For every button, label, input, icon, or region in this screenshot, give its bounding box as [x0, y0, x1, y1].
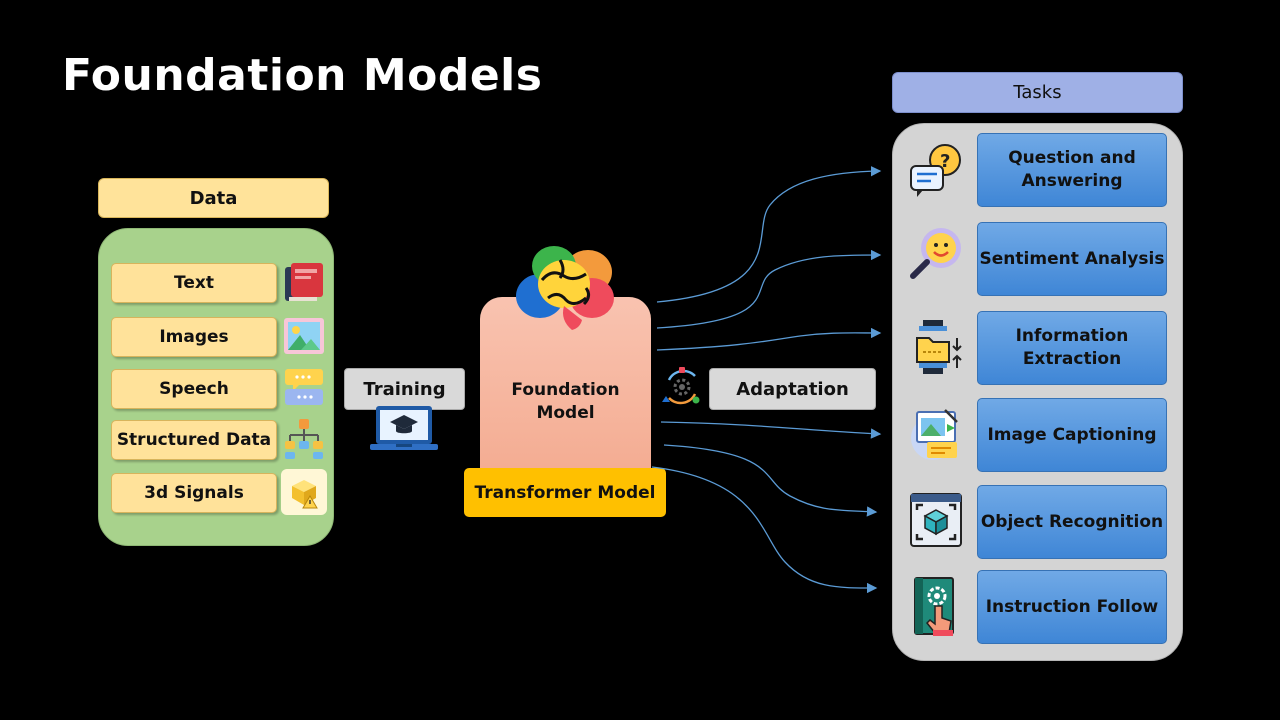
- object-scan-icon: [905, 490, 967, 552]
- question-chat-icon: ?: [905, 140, 967, 202]
- task-object-recognition: Object Recognition: [977, 485, 1167, 559]
- foundation-model-box: Foundation Model: [480, 297, 651, 497]
- task-label-line2: Extraction: [1022, 349, 1122, 369]
- 3d-cube-icon: [281, 469, 327, 515]
- colorful-brain-icon: [508, 240, 620, 338]
- data-item-text: Text: [111, 263, 277, 303]
- speech-bubbles-icon: [281, 365, 327, 411]
- data-item-structured-data: Structured Data: [111, 420, 277, 460]
- arrow-to-information-extraction: [656, 327, 882, 351]
- task-image-captioning: Image Captioning: [977, 398, 1167, 472]
- arrow-to-sentiment-analysis: [656, 249, 882, 329]
- arrow-to-object-recognition: [663, 444, 878, 517]
- book-icon: [281, 259, 327, 305]
- transformer-model-box: Transformer Model: [464, 468, 666, 517]
- arrow-to-image-captioning: [660, 421, 882, 439]
- data-item-speech: Speech: [111, 369, 277, 409]
- task-label-line1: Question and: [1008, 148, 1136, 168]
- tasks-header: Tasks: [892, 72, 1183, 113]
- task-sentiment-analysis: Sentiment Analysis: [977, 222, 1167, 296]
- task-label-line1: Sentiment Analysis: [979, 248, 1165, 269]
- task-label-line1: Object Recognition: [980, 511, 1164, 532]
- foundation-model-label-line1: Foundation: [511, 380, 620, 400]
- task-instruction-follow: Instruction Follow: [977, 570, 1167, 644]
- page-title: Foundation Models: [62, 50, 543, 101]
- laptop-graduation-cap-icon: [368, 404, 440, 456]
- gear-cycle-icon: [661, 366, 703, 408]
- task-label-line1: Instruction Follow: [985, 596, 1159, 617]
- manual-touch-icon: [905, 576, 967, 638]
- image-caption-icon: [905, 404, 967, 466]
- arrow-to-question-answering: [656, 165, 882, 303]
- data-panel: Text Images Speech Structured Data 3d Si…: [98, 228, 334, 546]
- smiley-magnifier-icon: [905, 222, 967, 284]
- hierarchy-icon: [281, 416, 327, 462]
- training-button: Training: [344, 368, 465, 410]
- task-label-line1: Information: [1015, 326, 1129, 346]
- svg-text:?: ?: [940, 151, 950, 172]
- adaptation-button: Adaptation: [709, 368, 876, 410]
- task-label-line1: Image Captioning: [987, 424, 1157, 445]
- task-label-line2: Answering: [1021, 171, 1123, 191]
- arrow-to-instruction-follow: [651, 466, 878, 594]
- data-item-images: Images: [111, 317, 277, 357]
- data-header: Data: [98, 178, 329, 218]
- folder-extract-icon: [905, 318, 967, 380]
- image-icon: [281, 313, 327, 359]
- data-item-3d-signals: 3d Signals: [111, 473, 277, 513]
- foundation-model-label-line2: Model: [536, 403, 595, 423]
